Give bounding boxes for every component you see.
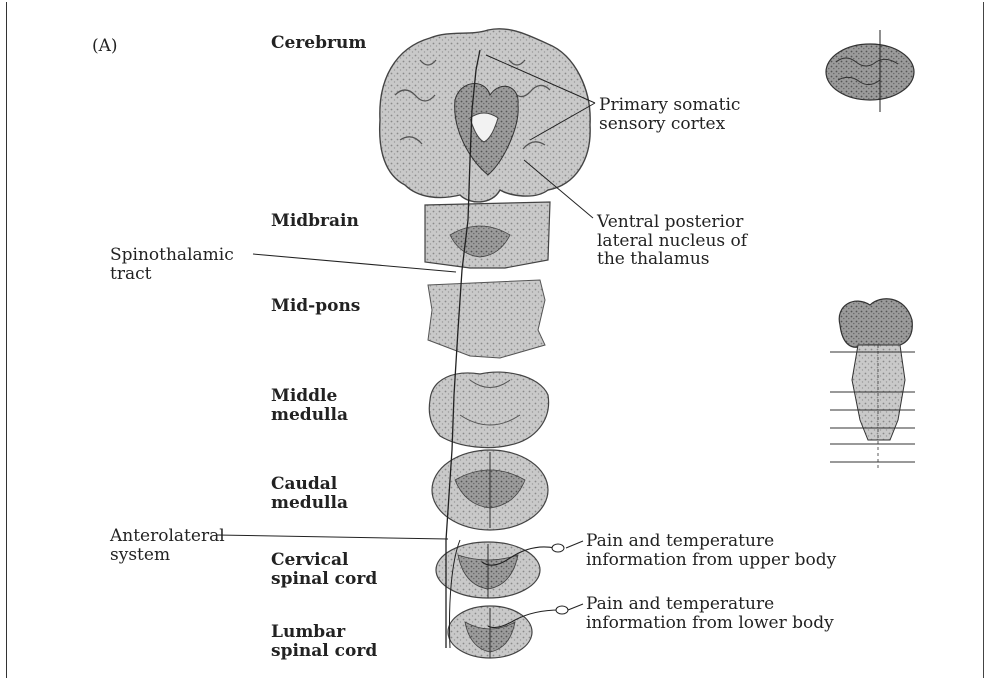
level-label-caudal-medulla: Caudal medulla (271, 475, 348, 512)
level-label-cerebrum: Cerebrum (271, 34, 366, 53)
panel-label: (A) (92, 37, 118, 56)
label-ventral-posterior-lateral-nucleus: Ventral posterior lateral nucleus of the… (597, 213, 747, 269)
label-anterolateral-system: Anterolateral system (110, 527, 225, 564)
label-spinothalamic-tract: Spinothalamic tract (110, 246, 234, 283)
level-label-midbrain: Midbrain (271, 212, 359, 231)
lumbar-cord-section (448, 606, 532, 658)
brain-orientation-thumbnail (826, 30, 914, 112)
level-label-mid-pons: Mid-pons (271, 297, 360, 316)
brainstem-orientation-thumbnail (830, 299, 915, 470)
cerebrum-section (380, 29, 590, 202)
level-label-lumbar-cord: Lumbar spinal cord (271, 623, 377, 660)
level-label-middle-medulla: Middle medulla (271, 387, 348, 424)
label-lower-body-pain-temperature: Pain and temperature information from lo… (586, 595, 834, 632)
mid-pons-section (428, 280, 545, 358)
label-primary-somatic-sensory-cortex: Primary somatic sensory cortex (599, 96, 740, 133)
middle-medulla-section (429, 372, 548, 448)
label-upper-body-pain-temperature: Pain and temperature information from up… (586, 532, 836, 569)
midbrain-section (425, 202, 550, 268)
level-label-cervical-cord: Cervical spinal cord (271, 551, 377, 588)
